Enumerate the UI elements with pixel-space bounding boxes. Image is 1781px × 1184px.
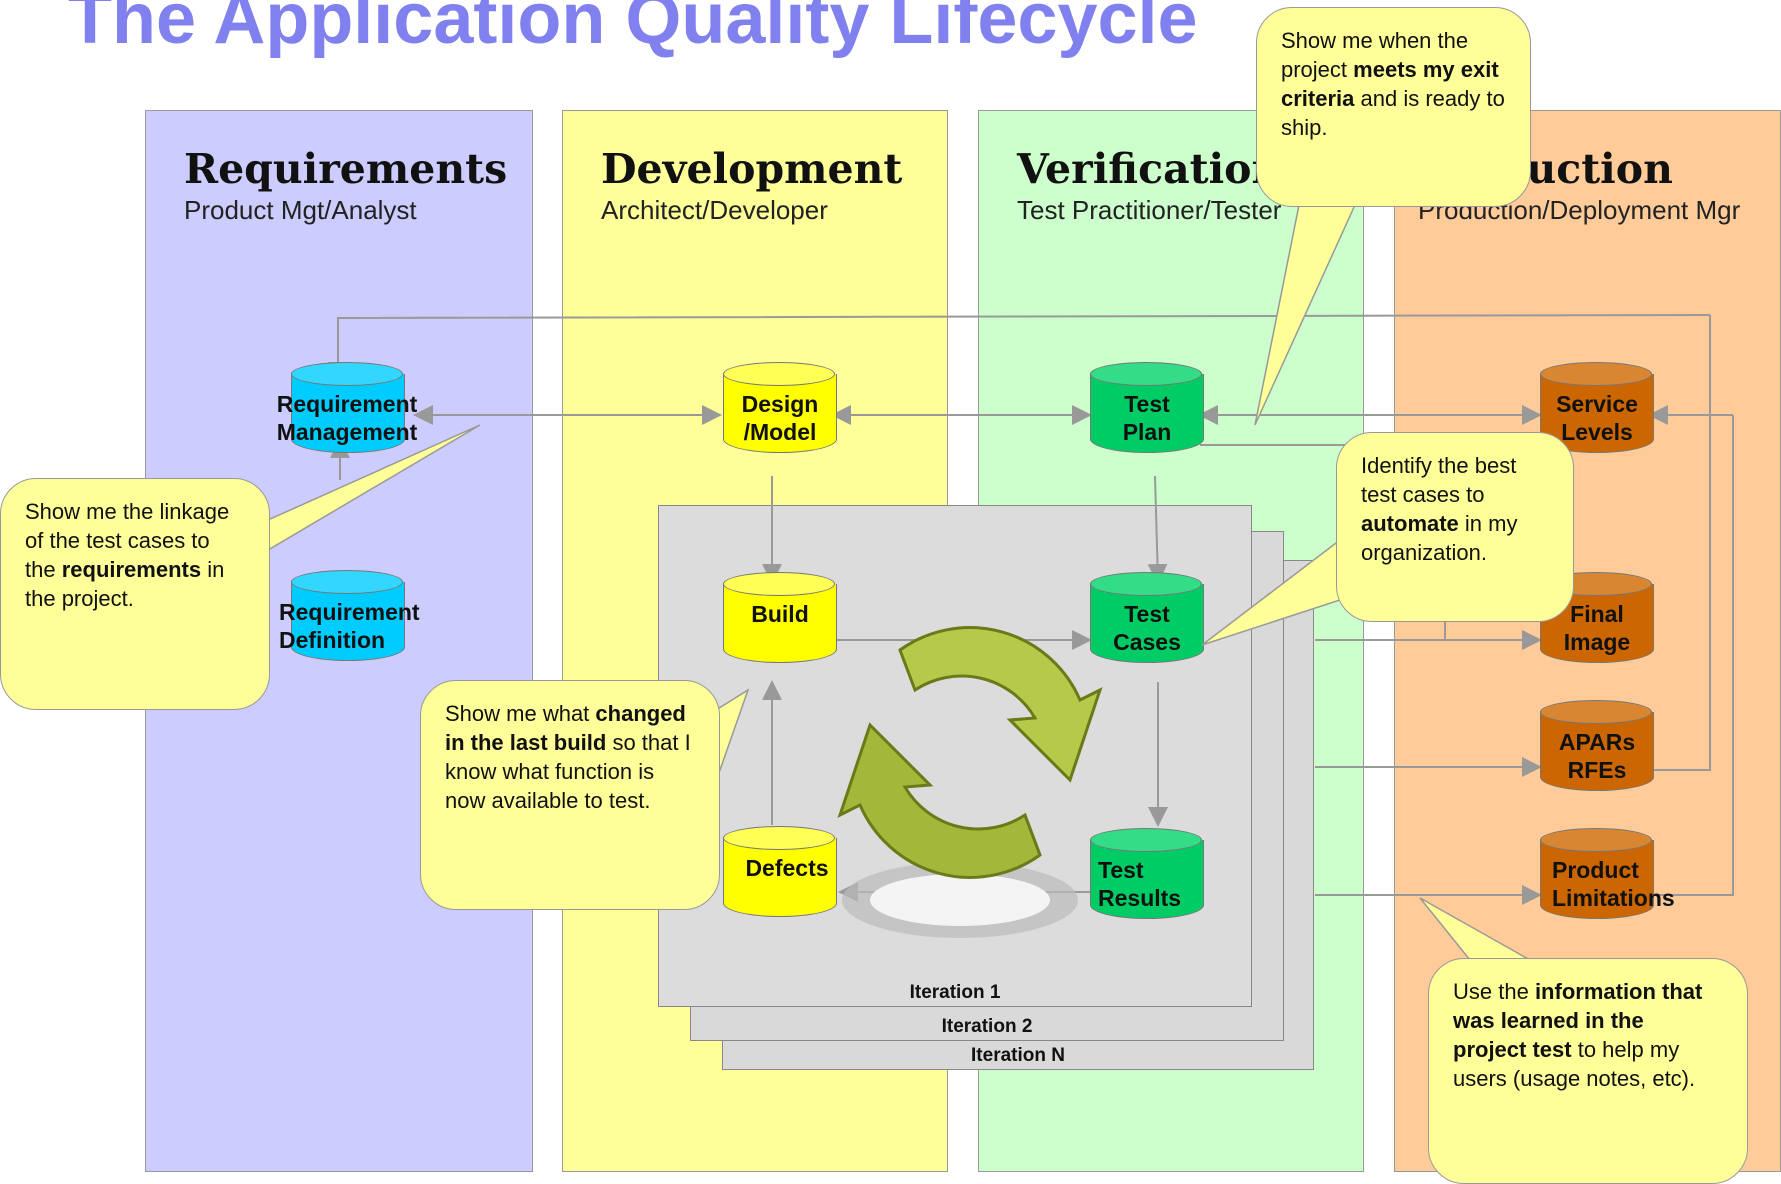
test-cases-node: Test Cases [1090,572,1204,676]
node-label: Design /Model [741,391,819,445]
test-results-node: Test Results [1090,828,1204,932]
node-label: APARs RFEs [1558,729,1636,783]
lane-role: Test Practitioner/Tester [1017,195,1282,225]
callout-changed-build: Show me what changed in the last build s… [420,680,720,910]
callout-exit-criteria: Show me when the project meets my exit c… [1256,7,1531,207]
lane-heading: Verification [1017,145,1282,193]
node-label: Test Plan [1122,391,1172,445]
node-label: Final Image [1563,601,1631,655]
callout-linkage: Show me the linkage of the test cases to… [0,478,270,710]
page-title: The Application Quality Lifecycle [68,0,1198,59]
node-label: Requirement Management [276,391,418,445]
requirement-management-node: Requirement Management [277,362,417,466]
requirement-definition-node: Requirement Definition [279,570,420,674]
lane-role: Product Mgt/Analyst [184,195,417,225]
test-plan-node: Test Plan [1090,362,1204,466]
defects-node: Defects [723,826,837,930]
lane-role: Architect/Developer [601,195,828,225]
lane-heading: Requirements [184,145,508,193]
node-label: Test Cases [1113,601,1181,655]
design-model-node: Design /Model [723,362,837,466]
service-levels-node: Service Levels [1540,362,1654,466]
iteration-label: Iteration N [971,1045,1065,1066]
build-node: Build [723,572,837,676]
lane-heading: Development [601,145,903,193]
iteration-label: Iteration 1 [909,982,1001,1003]
node-label: Requirement Definition [279,599,420,653]
node-label: Product Limitations [1552,857,1675,911]
callout-automate: Identify the best test cases to automate… [1336,432,1574,622]
node-label: Test Results [1098,857,1182,911]
product-limitations-node: Product Limitations [1540,828,1675,932]
callout-information: Use the information that was learned in … [1428,958,1748,1184]
cycle-arrows-icon [837,626,1103,938]
node-label: Build [751,601,809,627]
iteration-label: Iteration 2 [941,1016,1033,1037]
apars-rfes-node: APARs RFEs [1540,700,1654,804]
node-label: Service Levels [1556,391,1638,445]
node-label: Defects [745,855,829,881]
